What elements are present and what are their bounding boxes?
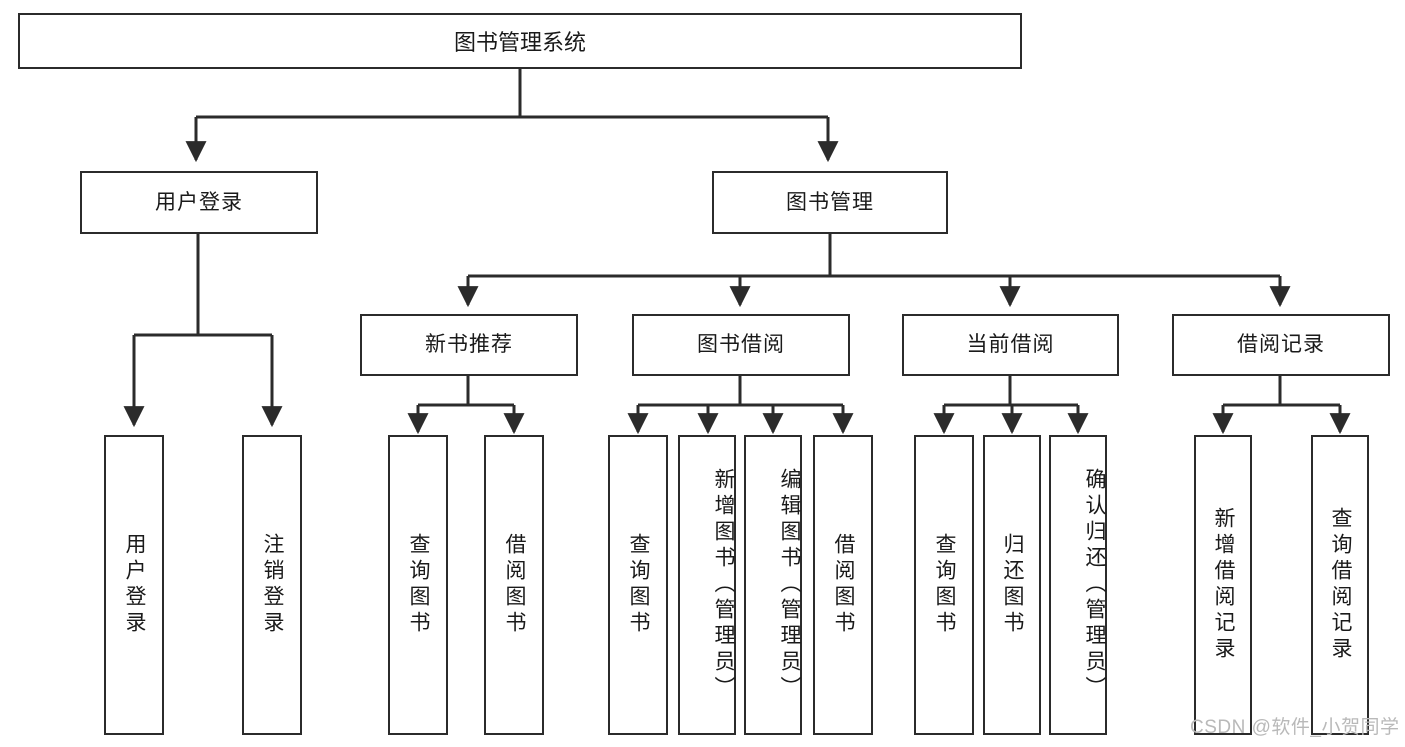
- leaf-borrow-edit-book-admin[interactable]: 编辑图书（管理员）: [744, 435, 802, 735]
- node-book-management[interactable]: 图书管理: [712, 171, 948, 234]
- leaf-current-return-book[interactable]: 归还图书: [983, 435, 1041, 735]
- node-user-login[interactable]: 用户登录: [80, 171, 318, 234]
- node-root-system[interactable]: 图书管理系统: [18, 13, 1022, 69]
- leaf-record-query-record[interactable]: 查询借阅记录: [1311, 435, 1369, 735]
- node-borrow-record[interactable]: 借阅记录: [1172, 314, 1390, 376]
- csdn-watermark: CSDN @软件_小贺同学: [1190, 717, 1400, 738]
- node-new-book-recommend[interactable]: 新书推荐: [360, 314, 578, 376]
- leaf-recommend-query-book[interactable]: 查询图书: [388, 435, 448, 735]
- leaf-borrow-borrow-book[interactable]: 借阅图书: [813, 435, 873, 735]
- leaf-user-login-login[interactable]: 用户登录: [104, 435, 164, 735]
- leaf-current-confirm-return-admin[interactable]: 确认归还（管理员）: [1049, 435, 1107, 735]
- leaf-recommend-borrow-book[interactable]: 借阅图书: [484, 435, 544, 735]
- leaf-current-query-book[interactable]: 查询图书: [914, 435, 974, 735]
- leaf-borrow-query-book[interactable]: 查询图书: [608, 435, 668, 735]
- node-current-borrow[interactable]: 当前借阅: [902, 314, 1119, 376]
- leaf-borrow-add-book-admin[interactable]: 新增图书（管理员）: [678, 435, 736, 735]
- leaf-user-login-logout[interactable]: 注销登录: [242, 435, 302, 735]
- node-book-borrow[interactable]: 图书借阅: [632, 314, 850, 376]
- leaf-record-add-record[interactable]: 新增借阅记录: [1194, 435, 1252, 735]
